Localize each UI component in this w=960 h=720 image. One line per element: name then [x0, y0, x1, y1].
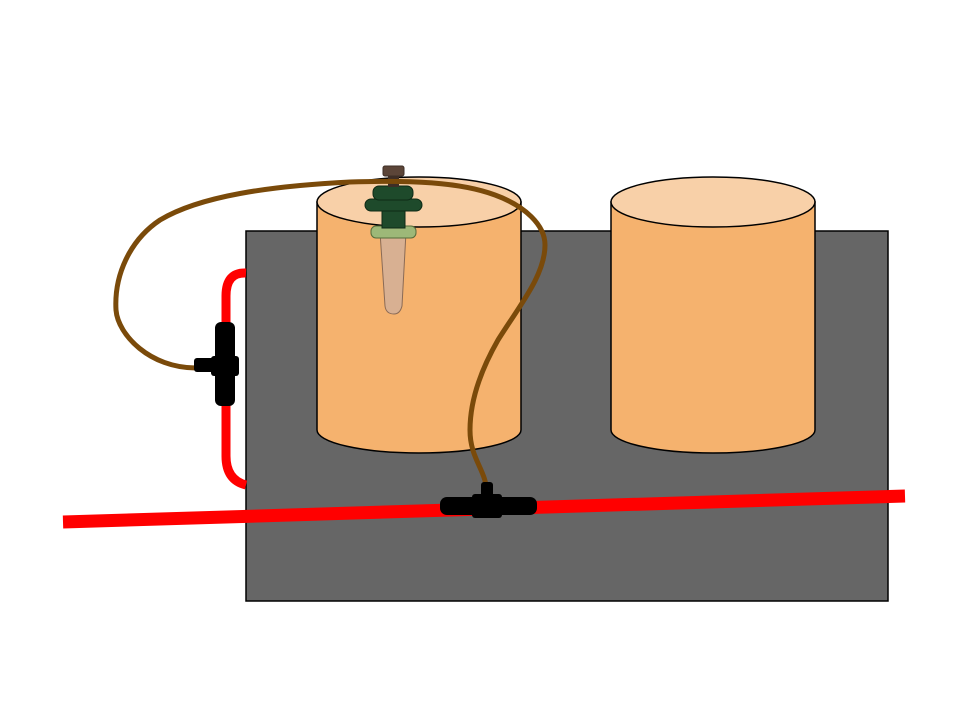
spike-cap: [364, 198, 423, 212]
tee-collar: [472, 494, 502, 518]
watering-spike: [364, 165, 423, 315]
tee-connector-bottom: [440, 482, 537, 518]
pot-body: [610, 201, 816, 454]
spike-cone: [379, 231, 407, 315]
pot-rim: [610, 176, 816, 228]
tee-connector-left: [194, 322, 239, 406]
planter-pot-right: [610, 176, 816, 454]
planter-pot-left: [316, 176, 522, 454]
spike-top: [372, 185, 414, 201]
pot-body: [316, 201, 522, 454]
spike-screw-head: [382, 165, 405, 177]
spike-neck: [381, 209, 406, 229]
drip-feeder-tubing: [113, 178, 548, 498]
tee-collar: [211, 356, 239, 376]
